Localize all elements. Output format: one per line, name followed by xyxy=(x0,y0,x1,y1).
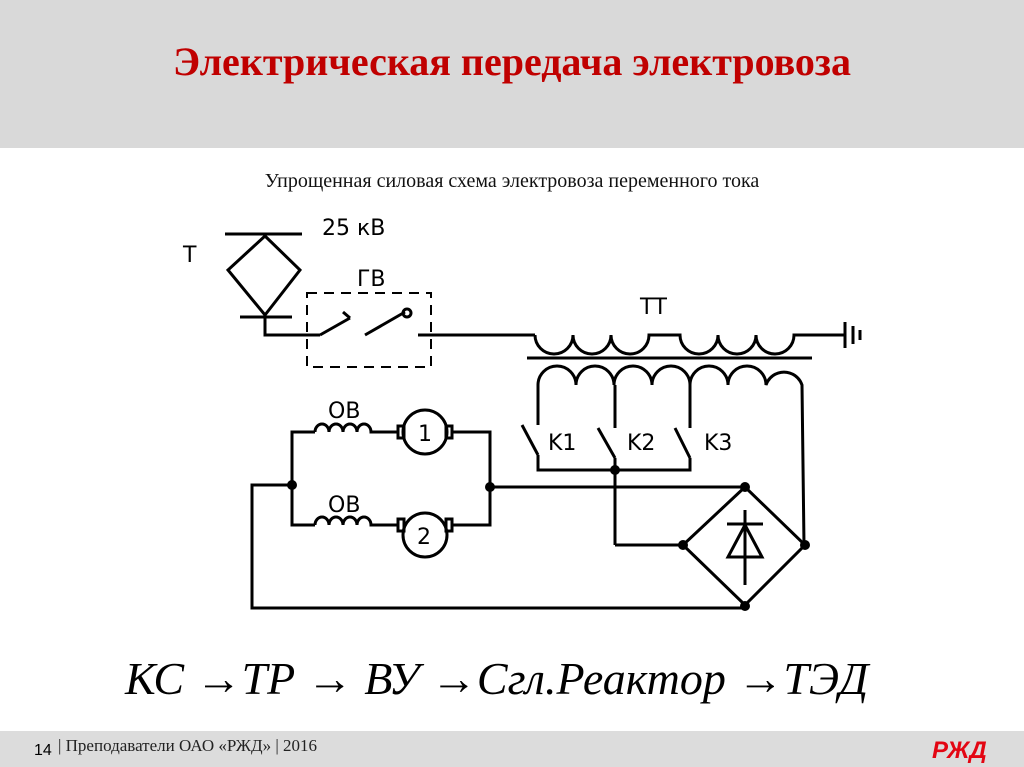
energy-flow-formula: КС →ТР → ВУ →Сгл.Реактор →ТЭД xyxy=(125,653,869,704)
junction-dots xyxy=(287,465,810,611)
label-ov2: ОВ xyxy=(328,493,360,518)
motor-1-label: 1 xyxy=(418,422,432,447)
footer-text: | Преподаватели ОАО «РЖД» | 2016 xyxy=(58,736,317,755)
page-number: 14 xyxy=(34,742,52,759)
header-bar xyxy=(0,0,1024,148)
label-k2: K2 xyxy=(627,431,655,456)
label-gv: ГВ xyxy=(357,267,386,292)
rectifier-bridge xyxy=(680,484,808,608)
main-switch-gv xyxy=(306,292,535,368)
rzd-logo: РЖД xyxy=(932,737,987,764)
label-k3: K3 xyxy=(704,431,732,456)
label-tt: ТТ xyxy=(639,295,667,320)
footer-bar xyxy=(0,731,1024,767)
label-k1: K1 xyxy=(548,431,576,456)
motor-2-label: 2 xyxy=(417,525,431,550)
label-voltage: 25 кВ xyxy=(322,216,385,241)
label-ov1: ОВ xyxy=(328,399,360,424)
pantograph xyxy=(225,232,320,337)
label-t: Т xyxy=(182,243,197,268)
slide-title: Электрическая передача электровоза xyxy=(173,39,851,84)
diagram-caption: Упрощенная силовая схема электровоза пер… xyxy=(264,170,760,192)
traction-motors xyxy=(250,408,745,610)
traction-transformer xyxy=(527,322,862,546)
